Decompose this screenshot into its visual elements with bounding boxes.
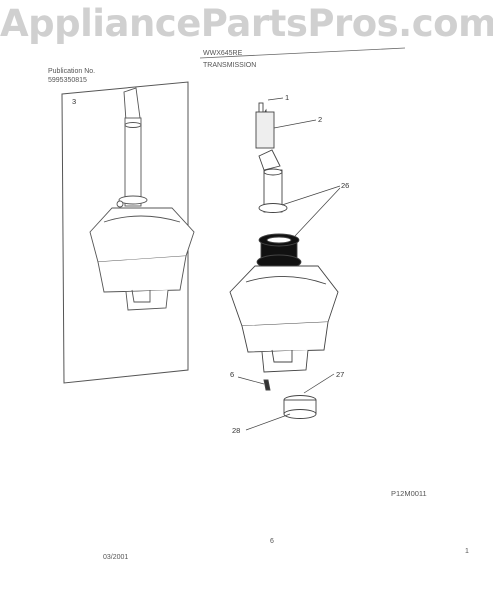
callout-26: 26 [341,181,349,190]
callout-28: 28 [232,426,240,435]
inset-transmission [89,87,195,311]
callout-6: 6 [230,370,234,379]
header-rule [199,47,406,59]
inset-frame [61,81,189,384]
diagram-code: P12M0011 [391,489,427,498]
section-title: TRANSMISSION [203,62,257,69]
model-number: WWX645RE [203,50,243,57]
watermark: AppliancePartsPros.com [0,2,493,45]
page-number: 6 [270,538,274,545]
publication-number: 5995350815 [48,77,87,84]
date: 03/2001 [103,554,129,561]
leader-lines [237,97,341,431]
publication-label: Publication No. [48,68,96,75]
callout-27: 27 [336,370,344,379]
main-transmission [229,102,339,419]
footer-mark: 1 [465,548,469,555]
callout-1: 1 [285,93,289,102]
callout-2: 2 [318,115,322,124]
inset-label: 3 [72,97,76,106]
